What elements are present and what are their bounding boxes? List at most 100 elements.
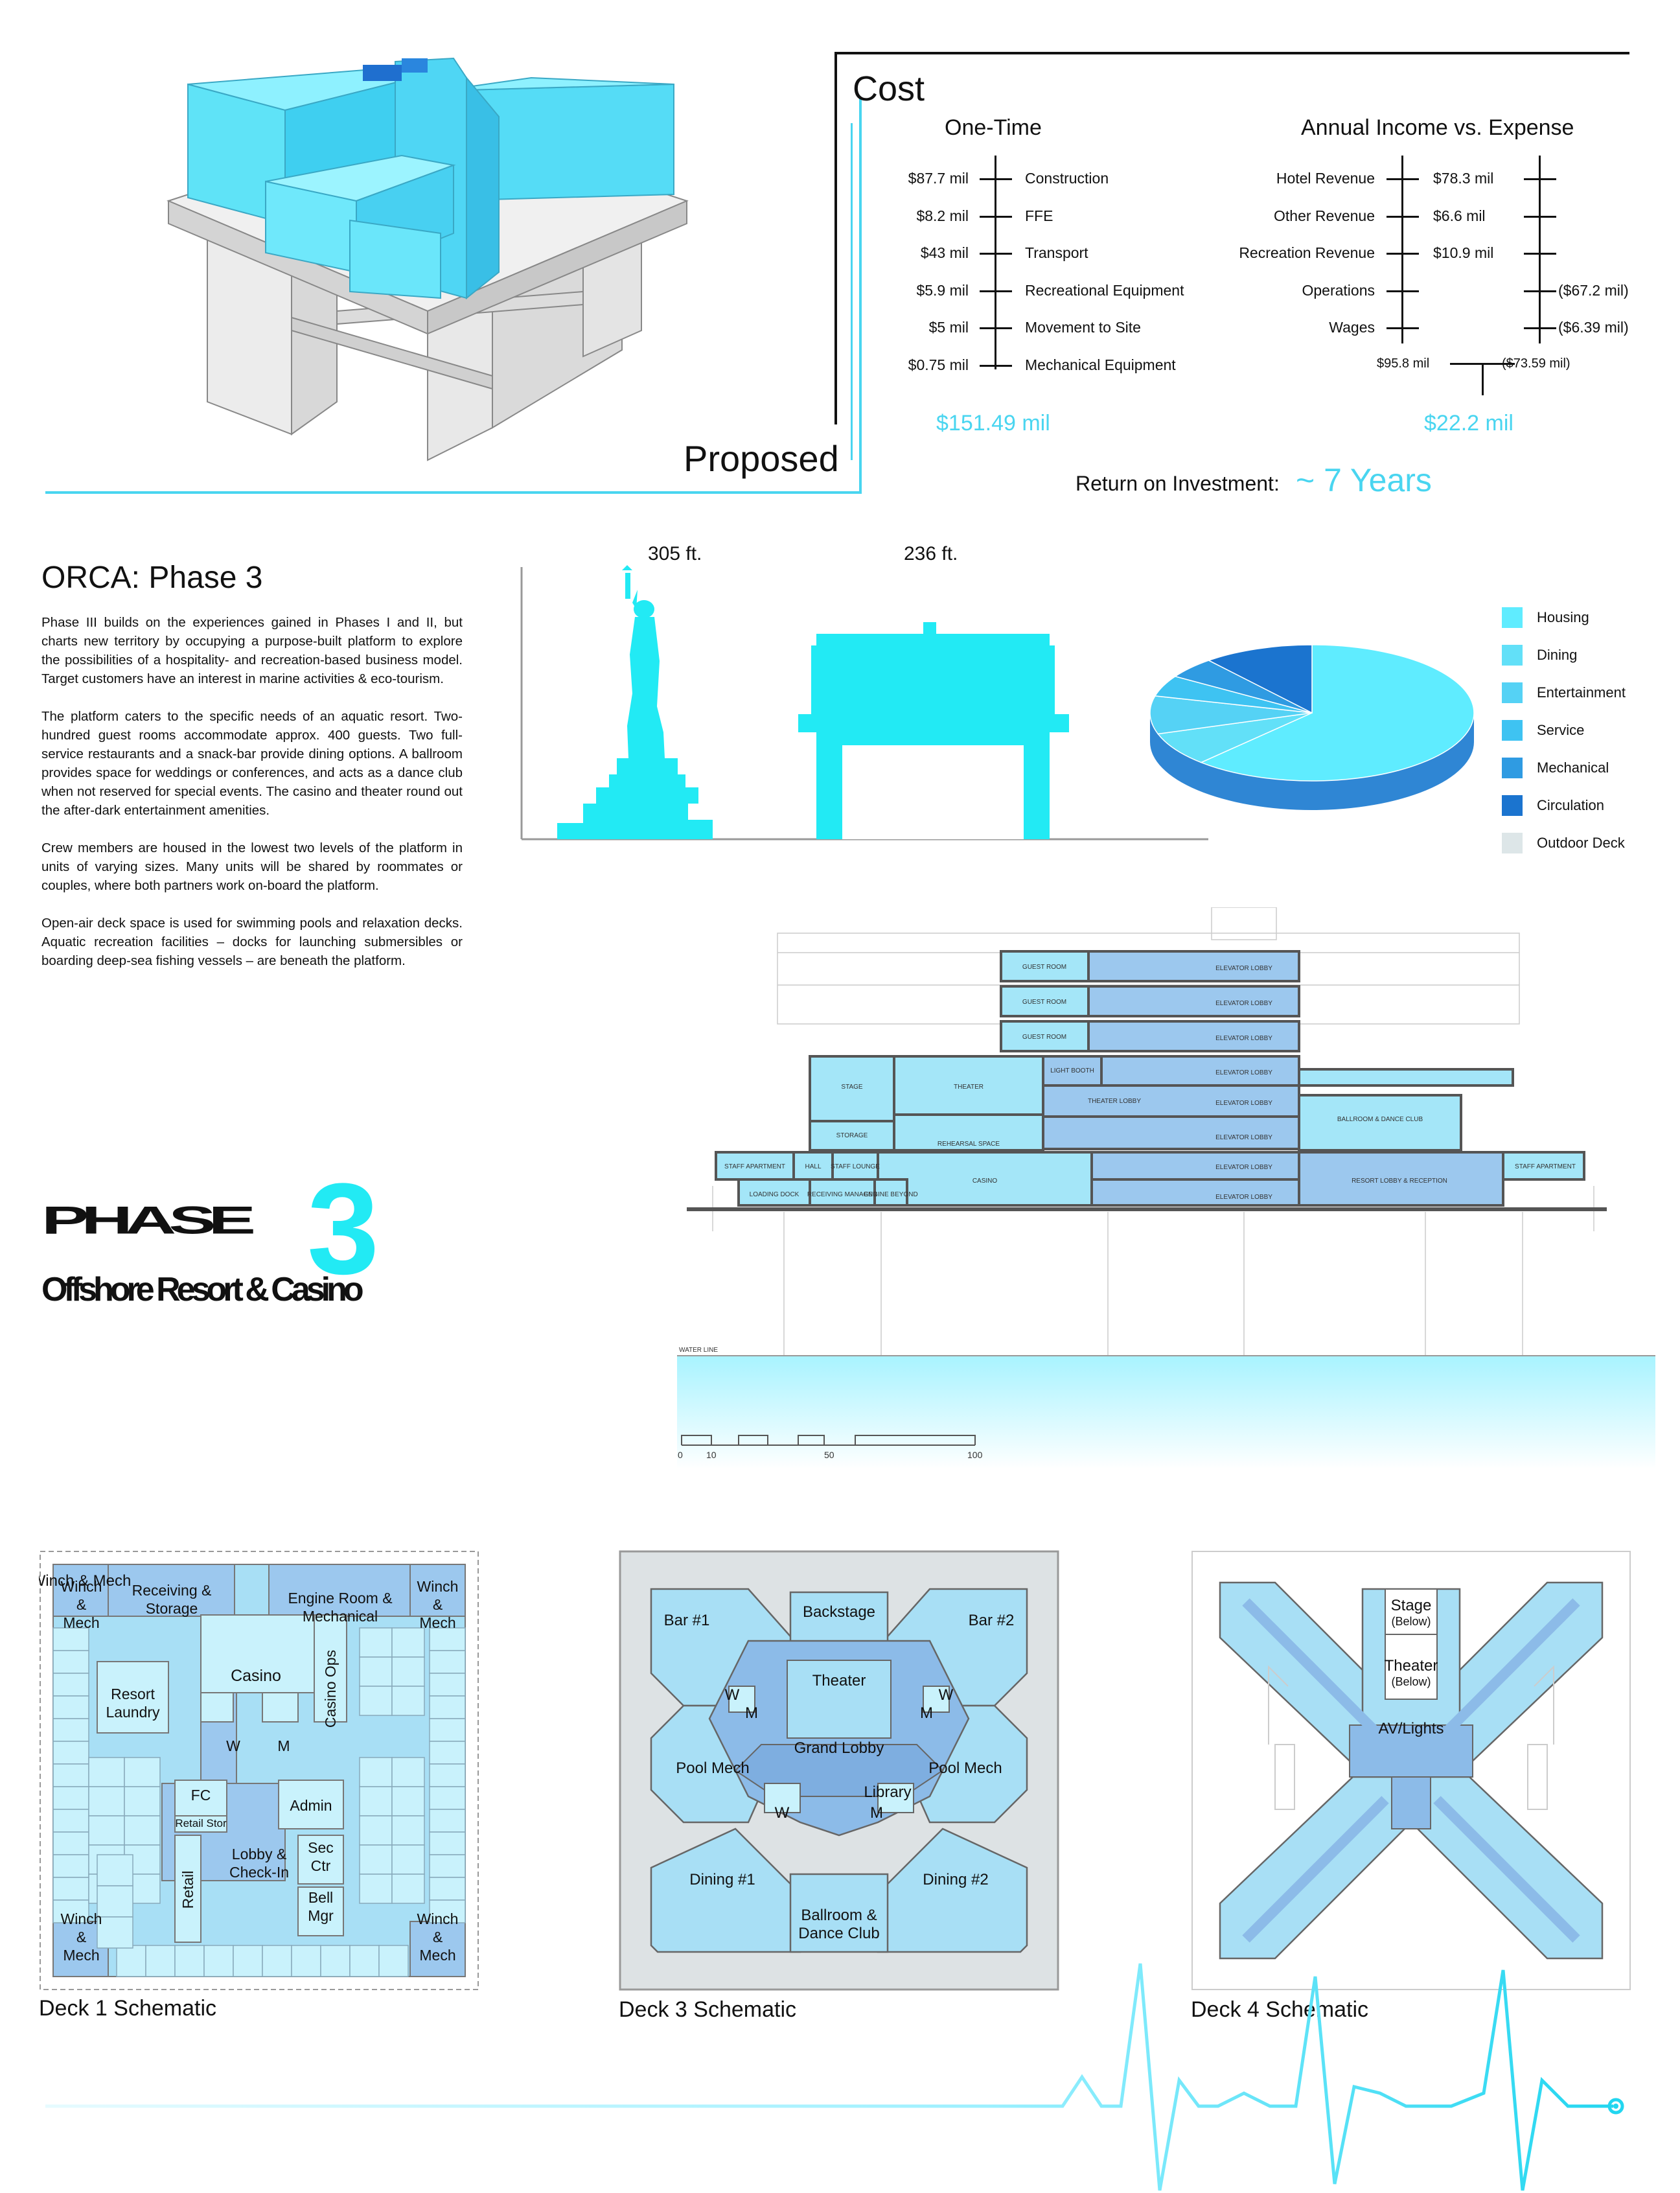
legend-item: Outdoor Deck [1502,824,1626,862]
cost-frame-left [834,52,837,424]
d4-theater-below: (Below) [1391,1675,1431,1688]
water-line-label: WATER LINE [679,1347,718,1354]
d3-ballroom: Ballroom & Dance Club [798,1907,880,1942]
crew-cabin [359,1627,393,1658]
section-loading-dock: LOADING DOCK [750,1191,800,1198]
d1-retail: Retail [179,1870,196,1909]
legend-item: Housing [1502,599,1626,636]
section-guest-room-2: GUEST ROOM [1022,999,1066,1006]
pie-slice-circulation [1207,644,1313,714]
one-time-item: Mechanical Equipment [1025,356,1176,373]
crew-cabin [52,1627,89,1651]
crew-cabin [391,1786,425,1816]
d4-stage: Stage [1390,1597,1432,1614]
section-theater: THEATER [954,1084,984,1091]
crew-cabin [52,1650,89,1674]
pie-slice-dining [1156,712,1313,763]
d3-w-center: W [774,1804,790,1822]
roi-label: Return on Investment: [1076,472,1280,495]
section-ballroom: BALLROOM & DANCE CLUB [1337,1116,1423,1123]
crew-cabin [429,1831,466,1855]
section-rehearsal: REHEARSAL SPACE [938,1141,1000,1148]
section-engine-beyond: ENGINE BEYOND [864,1191,917,1198]
section-resort-lobby: RESORT LOBBY & RECEPTION [1352,1178,1447,1185]
legend-label: Mechanical [1537,760,1609,776]
legend-label: Entertainment [1537,684,1626,701]
platform-height-label: 236 ft. [904,543,958,564]
orca-paragraph-1: Phase III builds on the experiences gain… [41,615,463,686]
section-receiving-manager: RECEIVING MANAGER [807,1191,877,1198]
logo-subtitle: Offshore Resort & Casino [41,1271,364,1308]
legend-item: Entertainment [1502,674,1626,712]
crew-cabin [378,1945,409,1977]
one-time-amount: $0.75 mil [908,356,969,373]
scale-10: 10 [706,1450,717,1460]
scale-0: 0 [678,1450,683,1460]
net-bracket-v [1482,363,1484,395]
crew-cabin [174,1945,205,1977]
crew-cabin [97,1854,133,1886]
one-time-heading: One-Time [945,115,1042,140]
section-guest-room-1: GUEST ROOM [1022,964,1066,971]
legend-item: Circulation [1502,787,1626,824]
crew-cabin [429,1650,466,1674]
d1-fc: FC [190,1787,211,1804]
deck-4-caption: Deck 4 Schematic [1191,1997,1368,2022]
crew-cabin [52,1695,89,1719]
income-value: $10.9 mil [1433,244,1494,261]
pie-side-wall [1150,713,1474,810]
proposed-3d-model [167,57,689,461]
cost-accent-line [851,123,853,460]
crew-cabin [145,1945,176,1977]
legend-swatch [1502,795,1523,816]
d1-retail-stor: Retail Stor [175,1817,227,1829]
section-elevator-lobby-7: ELEVATOR LOBBY [1215,1164,1272,1171]
one-time-amount: $43 mil [920,244,969,261]
d1-laundry: Resort Laundry [106,1686,160,1721]
platform-elevation-icon [798,622,1069,839]
scale-100: 100 [967,1450,983,1460]
crew-cabin [391,1815,425,1846]
section-light-booth: LIGHT BOOTH [1050,1067,1094,1074]
pie-slice-entertainment [1149,695,1313,735]
crew-cabin [429,1741,466,1765]
scale-bar [681,1435,976,1446]
crew-cabin [52,1899,89,1923]
deck-4-schematic [1191,1551,1631,1990]
income-value: $78.3 mil [1433,170,1494,187]
crew-cabin [391,1656,425,1687]
section-staff-apartment-right: STAFF APARTMENT [1515,1163,1576,1170]
crew-cabin [391,1686,425,1716]
section-theater-lobby: THEATER LOBBY [1088,1098,1141,1105]
statue-icon [557,565,713,839]
crew-cabin [429,1695,466,1719]
d3-m-right: M [920,1704,933,1722]
income-value: $6.6 mil [1433,207,1486,224]
pie-slice-housing [1199,644,1475,782]
section-storage: STORAGE [836,1132,868,1139]
one-time-amount: $8.2 mil [916,207,969,224]
one-time-item: FFE [1025,207,1053,224]
section-casino: CASINO [972,1178,998,1185]
proposed-frame [45,491,862,494]
d3-dining-1: Dining #1 [689,1871,755,1888]
section-hall: HALL [805,1163,821,1170]
orca-paragraph-3: Crew members are housed in the lowest tw… [41,841,463,893]
income-total: $95.8 mil [1377,356,1430,371]
d1-casino: Casino [231,1667,281,1685]
d3-w-left: W [724,1686,740,1704]
d1-winch-bottom-right: Winch & Mech [417,1910,459,1964]
legend-swatch [1502,720,1523,741]
one-time-total: $151.49 mil [936,411,1050,435]
d3-labels: Bar #1 Bar #2 Backstage Theater W M W M … [619,1550,1059,1991]
crew-cabin [359,1844,393,1875]
crew-cabin [391,1874,425,1904]
cost-title: Cost [853,69,925,108]
roi-value: ~ 7 Years [1296,462,1432,498]
annual-heading: Annual Income vs. Expense [1301,115,1574,140]
legend-label: Circulation [1537,797,1604,813]
crew-cabin [124,1815,161,1846]
d1-casino-ops: Casino Ops [322,1649,339,1728]
d3-pool-mech-right: Pool Mech [928,1759,1002,1777]
